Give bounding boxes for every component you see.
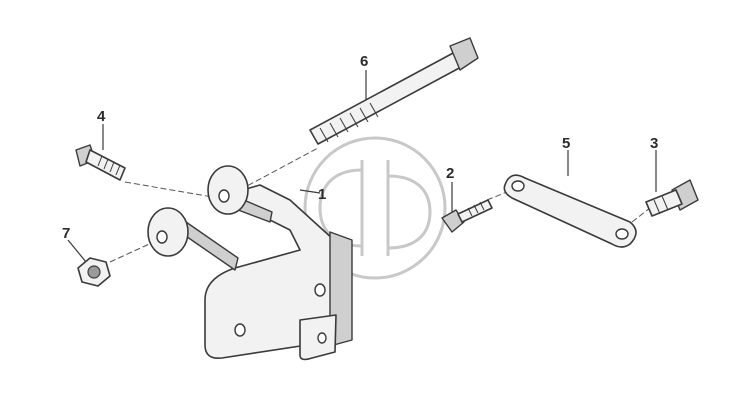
callout-2: 2 xyxy=(446,165,454,182)
callout-labels: 6 4 7 1 2 5 3 xyxy=(62,53,658,242)
callout-leaders xyxy=(67,70,657,263)
callout-4: 4 xyxy=(97,108,106,125)
callout-5: 5 xyxy=(562,135,570,152)
link-plate-part xyxy=(503,174,637,248)
small-bolt-part xyxy=(441,199,493,233)
hex-bolt-part xyxy=(645,179,699,217)
long-bolt-part xyxy=(309,37,479,145)
callout-7: 7 xyxy=(62,225,70,242)
bracket-part xyxy=(147,165,353,361)
callout-6: 6 xyxy=(360,53,368,70)
callout-1: 1 xyxy=(318,186,326,203)
short-bolt-part xyxy=(75,144,126,181)
flange-nut-part xyxy=(77,257,111,287)
callout-3: 3 xyxy=(650,135,658,152)
